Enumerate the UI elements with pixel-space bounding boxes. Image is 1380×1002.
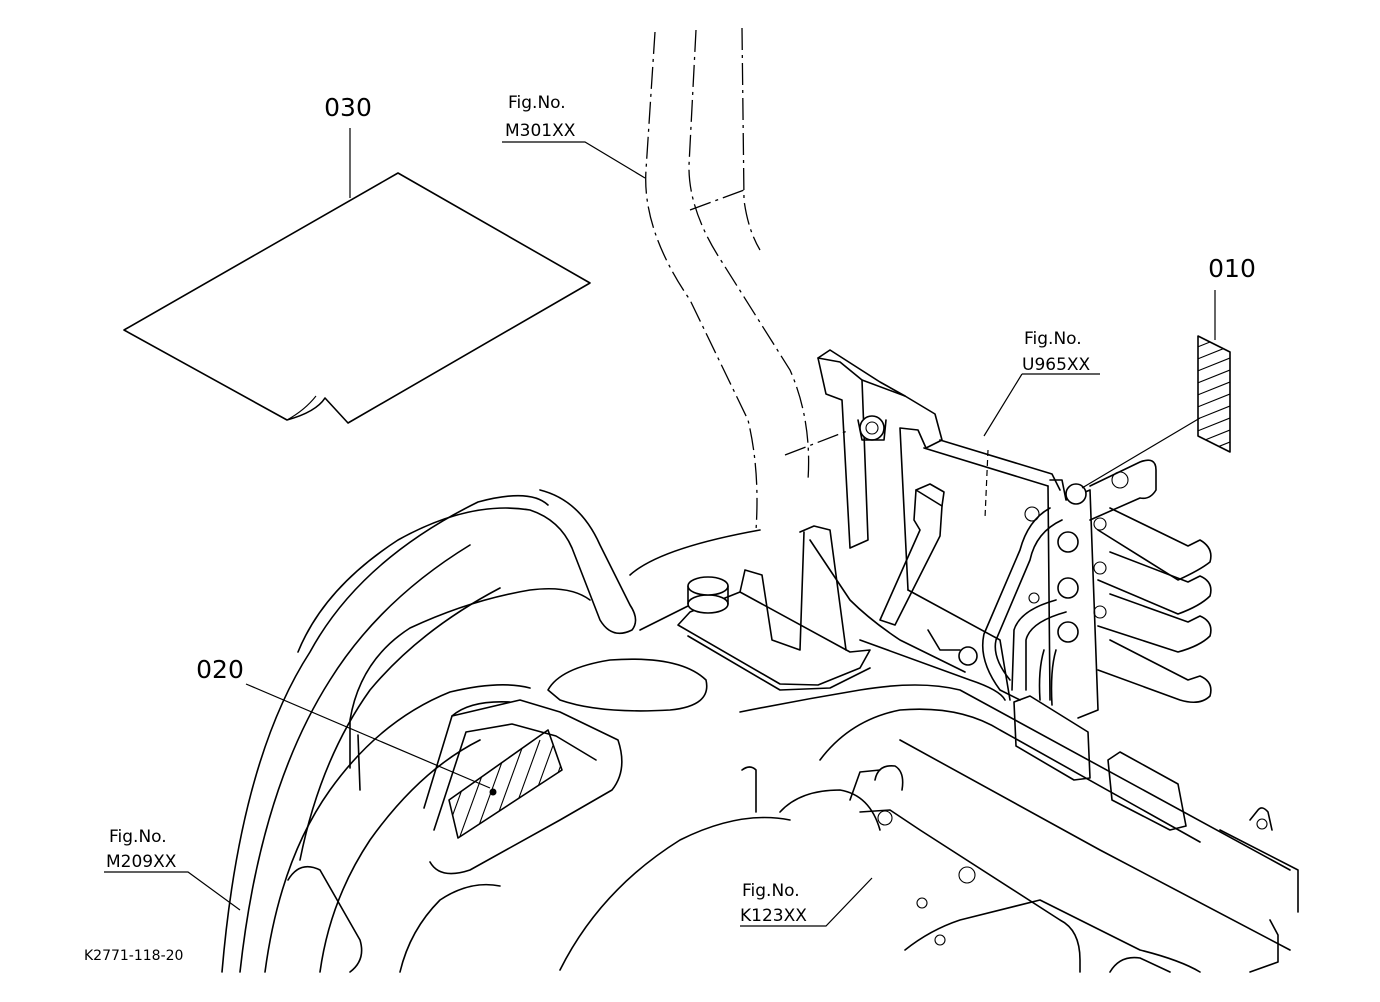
valve-bracket-illustration: [817, 349, 1212, 831]
label-010-illustration: [1197, 335, 1231, 453]
fig-ref-k123xx[interactable]: Fig.No. K123XX: [740, 881, 807, 926]
label-020-illustration: [448, 729, 563, 839]
fig-ref-m209xx[interactable]: Fig.No. M209XX: [106, 827, 177, 872]
seat-fender-illustration: [221, 489, 791, 973]
drawing-id: K2771-118-20: [84, 948, 183, 964]
leader-lines: [104, 128, 1216, 927]
manual-sheet-illustration: [123, 172, 591, 424]
frame-platform-illustration: [629, 525, 1299, 973]
rops-frame-outline: [645, 27, 851, 531]
part-number-010: 010: [1208, 254, 1256, 283]
fig-ref-code: U965XX: [1022, 355, 1091, 375]
part-number-030: 030: [324, 93, 372, 122]
fig-ref-label: Fig.No.: [508, 93, 566, 113]
fig-ref-label: Fig.No.: [109, 827, 167, 847]
fig-ref-u965xx[interactable]: Fig.No. U965XX: [1022, 329, 1091, 375]
fig-ref-label: Fig.No.: [1024, 329, 1082, 349]
valve-spools: [1057, 459, 1212, 704]
fig-ref-label: Fig.No.: [742, 881, 800, 901]
part-number-020: 020: [196, 655, 244, 684]
fig-ref-code: M301XX: [505, 121, 576, 141]
fig-ref-code: M209XX: [106, 852, 177, 872]
hydraulic-lines: [981, 506, 1067, 706]
fig-ref-m301xx[interactable]: Fig.No. M301XX: [505, 93, 576, 141]
fig-ref-code: K123XX: [740, 906, 807, 926]
